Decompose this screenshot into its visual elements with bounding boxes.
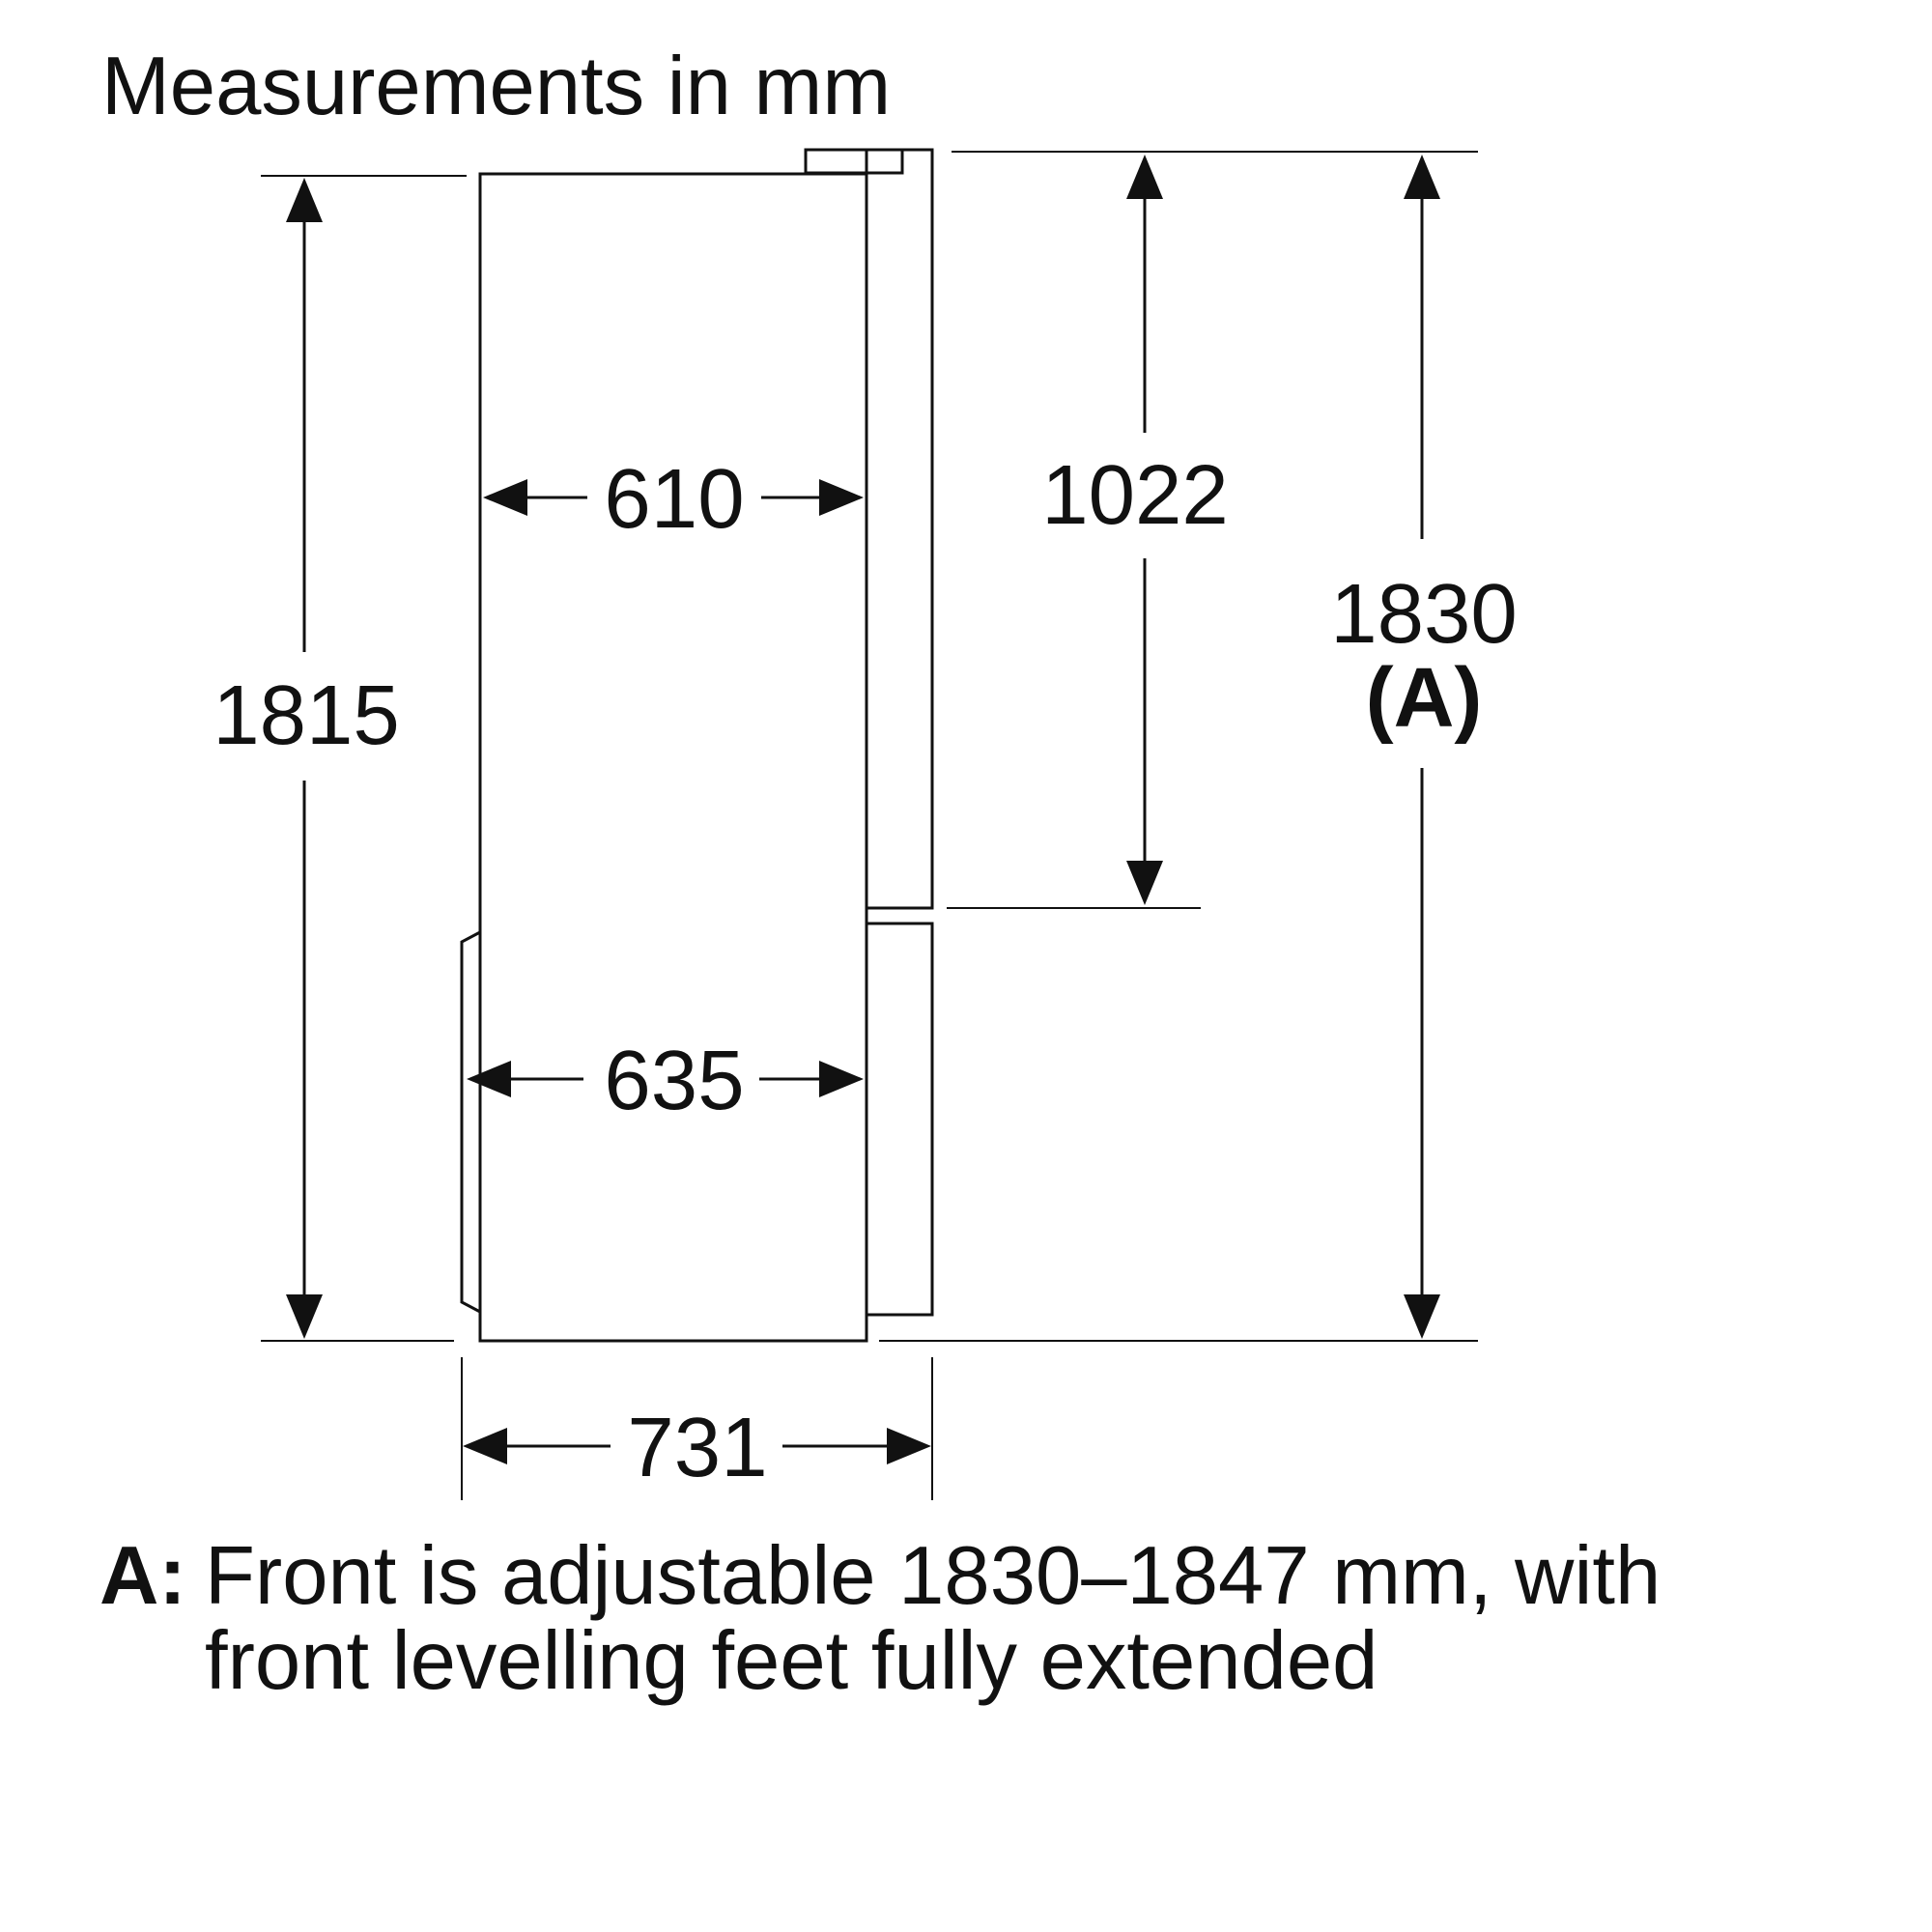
footnote-line-1: Front is adjustable 1830–1847 mm, with — [205, 1530, 1661, 1622]
dimension-label-1022: 1022 — [1041, 448, 1229, 542]
arrow-down — [1404, 1294, 1440, 1339]
extension-lines — [261, 151, 1478, 1500]
dimension-label-1815: 1815 — [213, 668, 400, 762]
arrow-left — [467, 1061, 511, 1097]
arrow-right — [819, 1061, 864, 1097]
arrow-right — [819, 479, 864, 516]
arrow-up — [1404, 155, 1440, 199]
dimension-depth-total: 731 — [463, 1401, 931, 1494]
upper-door — [865, 148, 934, 910]
arrow-left — [483, 479, 527, 516]
dimension-height-total: 1830 (A) — [1330, 155, 1518, 1339]
dimension-label-1830: 1830 — [1330, 567, 1518, 661]
footnote-line-2: front levelling feet fully extended — [205, 1615, 1378, 1707]
dimension-label-731: 731 — [627, 1401, 767, 1494]
arrow-down — [286, 1294, 323, 1339]
dimension-height-upper-door: 1022 — [1041, 155, 1229, 905]
arrow-left — [463, 1428, 507, 1464]
dimension-width-top: 610 — [483, 452, 864, 546]
dimension-marker-a: (A) — [1366, 651, 1483, 745]
footnote-marker: A: — [99, 1530, 186, 1622]
lower-door — [865, 922, 934, 1317]
dimension-height-body: 1815 — [213, 178, 400, 1339]
fridge-side-view — [460, 148, 934, 1343]
diagram-title: Measurements in mm — [101, 41, 891, 132]
footnote: A: Front is adjustable 1830–1847 mm, wit… — [99, 1530, 1661, 1707]
arrow-up — [286, 178, 323, 222]
rear-spacer — [460, 930, 481, 1314]
dimension-label-610: 610 — [604, 452, 744, 546]
arrow-right — [887, 1428, 931, 1464]
dimension-width-bottom: 635 — [467, 1034, 864, 1127]
top-hinge-cap — [804, 148, 904, 175]
arrow-down — [1126, 861, 1163, 905]
arrow-up — [1126, 155, 1163, 199]
dimension-label-635: 635 — [604, 1034, 744, 1127]
fridge-cabinet — [478, 172, 868, 1343]
